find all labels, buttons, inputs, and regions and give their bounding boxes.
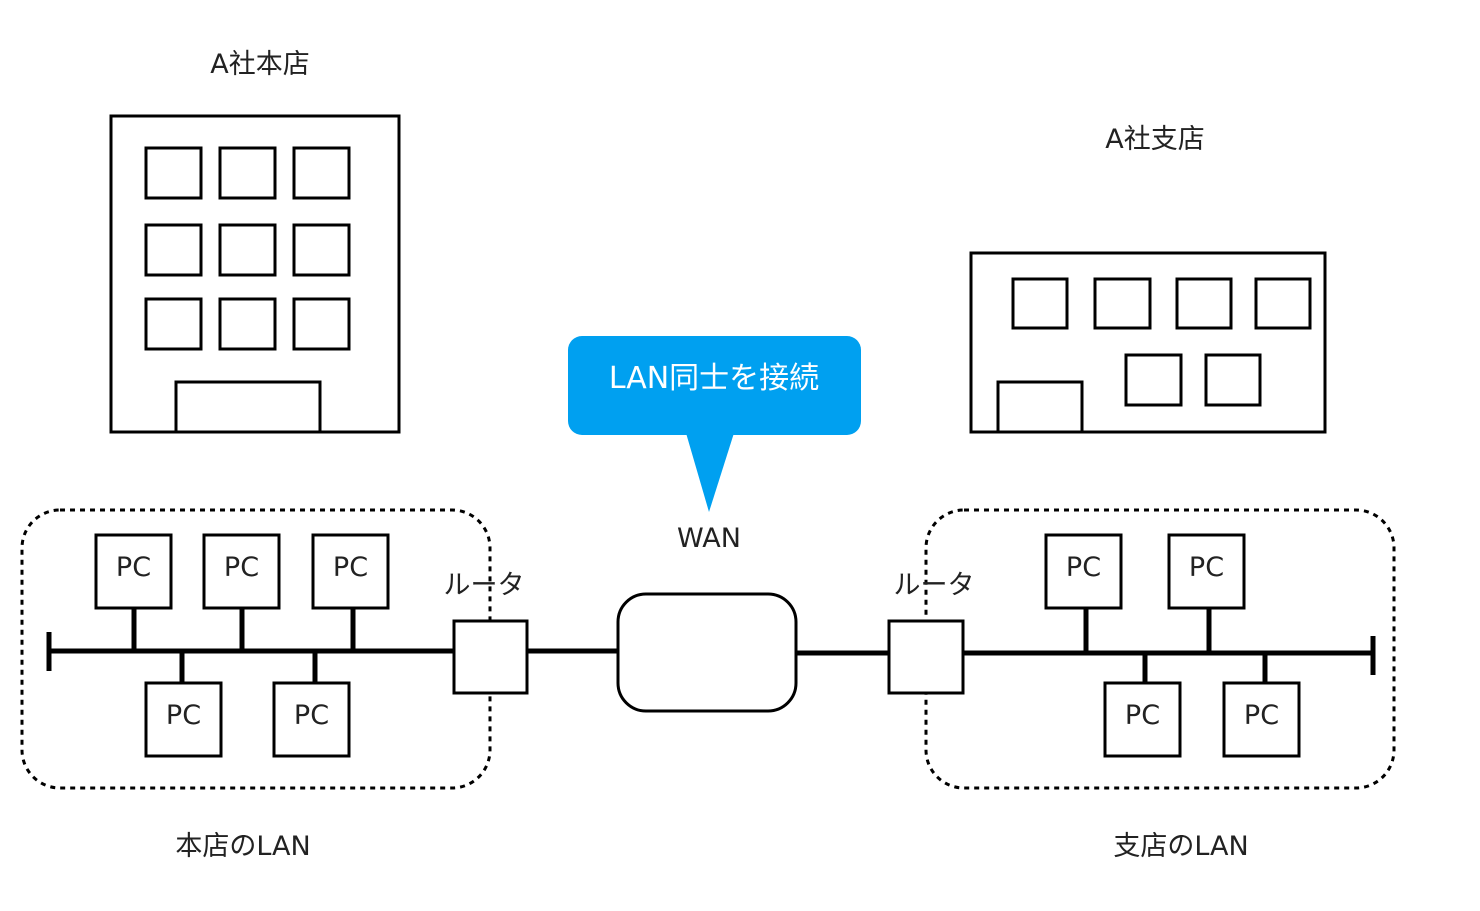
head-pc: PC [94,533,173,610]
branch-lan-caption: 支店のLAN [1113,831,1248,862]
branch-pc-label: PC [1066,552,1101,583]
wan-label: WAN [677,523,741,554]
head-router-label: ルータ [444,570,525,601]
branch-pc: PC [1103,681,1182,758]
branch-pc-label: PC [1244,700,1279,731]
head-pc-label: PC [116,552,151,583]
head-lan-drops [131,608,356,683]
branch-pc: PC [1222,681,1301,758]
branch-lan-drops [1083,608,1268,683]
callout-bubble [568,336,861,512]
head-office-building-icon [109,114,401,434]
head-pc-label: PC [166,700,201,731]
head-office-label: A社本店 [210,49,309,80]
head-pc: PC [202,533,281,610]
head-pc-label: PC [333,552,368,583]
branch-pc-label: PC [1125,700,1160,731]
branch-office-building-icon [969,251,1327,434]
head-pc-label: PC [224,552,259,583]
wan-cloud [616,592,798,713]
head-pc: PC [144,681,223,758]
head-pc: PC [272,681,351,758]
branch-pc-label: PC [1189,552,1224,583]
head-pc: PC [311,533,390,610]
branch-office-label: A社支店 [1105,124,1204,155]
head-router [452,619,529,695]
branch-router [887,619,965,695]
head-lan-caption: 本店のLAN [175,831,310,862]
branch-lan-boundary [924,508,1396,790]
branch-pc: PC [1044,533,1123,610]
branch-router-label: ルータ [894,570,975,601]
branch-pc: PC [1167,533,1246,610]
head-pc-label: PC [294,700,329,731]
callout-text: LAN同士を接続 [609,361,819,396]
